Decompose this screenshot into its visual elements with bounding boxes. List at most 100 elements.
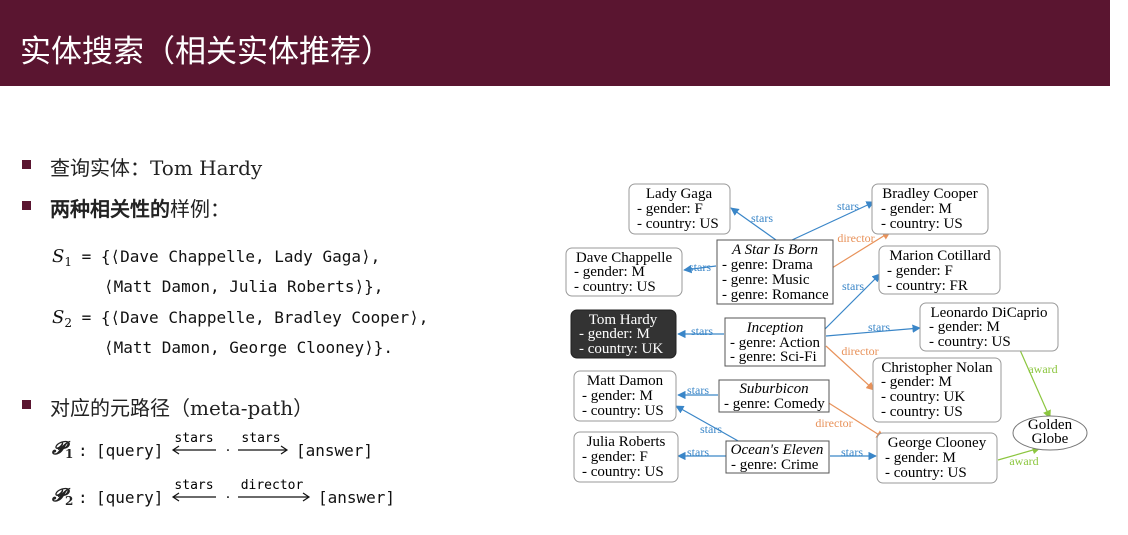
- s2-subscript: 2: [64, 316, 72, 330]
- edge-label-stars: stars: [841, 445, 863, 459]
- svg-text:- gender: M: - gender: M: [881, 374, 952, 390]
- p1-rel1-label: stars: [174, 431, 213, 446]
- svg-text:- gender: M: - gender: M: [582, 388, 653, 404]
- svg-text:- genre: Comedy: - genre: Comedy: [724, 396, 825, 412]
- set-s1-line2: ⟨Matt Damon, Julia Roberts⟩},: [104, 277, 384, 296]
- bullet-marker: [22, 160, 31, 169]
- svg-text:Leonardo DiCaprio: Leonardo DiCaprio: [930, 305, 1047, 321]
- s2-line1-text: = {⟨Dave Chappelle, Bradley Cooper⟩,: [71, 308, 429, 327]
- p2-subscript: 2: [64, 494, 74, 508]
- svg-text:- genre: Crime: - genre: Crime: [731, 457, 819, 473]
- edge-label-director: director: [841, 344, 878, 358]
- svg-text:Suburbicon: Suburbicon: [739, 381, 808, 397]
- svg-text:- gender: M: - gender: M: [885, 450, 956, 466]
- svg-text:- genre: Romance: - genre: Romance: [722, 287, 829, 303]
- edge-label-stars: stars: [837, 199, 859, 213]
- set-s1-line1: S1 = {⟨Dave Chappelle, Lady Gaga⟩,: [52, 246, 380, 269]
- examples-rest: 样例：: [170, 197, 230, 221]
- node-bradley-cooper: Bradley Cooper - gender: M - country: US: [871, 183, 989, 235]
- svg-text:Lady Gaga: Lady Gaga: [646, 186, 713, 202]
- edge-inception-leo: [825, 324, 921, 337]
- node-marion-cotillard: Marion Cotillard - gender: F - country: …: [878, 245, 1001, 295]
- p1-arrow-right-head: [280, 445, 289, 455]
- edge-label-award: award: [1009, 454, 1038, 468]
- p1-rel2-label: stars: [241, 431, 280, 446]
- p1-colon: :: [78, 441, 88, 460]
- svg-text:Bradley Cooper: Bradley Cooper: [882, 186, 977, 202]
- svg-text:- country: US: - country: US: [885, 465, 967, 481]
- node-matt-damon: Matt Damon - gender: M - country: US: [573, 370, 677, 422]
- edge-label-director: director: [837, 231, 874, 245]
- s1-symbol: S: [52, 246, 65, 267]
- svg-text:- gender: M: - gender: M: [579, 326, 650, 342]
- node-a-star-is-born: A Star Is Born - genre: Drama - genre: M…: [716, 239, 834, 305]
- query-entity: Tom Hardy: [150, 156, 263, 180]
- node-golden-globe: Golden Globe: [1012, 415, 1088, 451]
- p2-query: [query]: [96, 488, 164, 507]
- edge-label-stars: stars: [689, 260, 711, 274]
- edge-label-stars: stars: [691, 324, 713, 338]
- s1-subscript: 1: [64, 255, 72, 269]
- node-christopher-nolan: Christopher Nolan - gender: M - country:…: [872, 357, 1002, 423]
- edge-label-stars: stars: [868, 320, 890, 334]
- edge-george-award: [997, 446, 1041, 461]
- edge-leo-award: [1019, 349, 1051, 419]
- edge-label-stars: stars: [842, 279, 864, 293]
- edge-label-stars: stars: [687, 383, 709, 397]
- node-george-clooney: George Clooney - gender: M - country: US: [876, 432, 998, 484]
- page-title: 实体搜索（相关实体推荐）: [20, 34, 392, 70]
- node-tom-hardy: Tom Hardy - gender: M - country: UK: [570, 309, 677, 359]
- p2-label: 𝓟2: [52, 485, 73, 508]
- node-oceans-eleven: Ocean's Eleven - genre: Crime: [725, 440, 830, 474]
- svg-text:- genre: Music: - genre: Music: [722, 272, 810, 288]
- p1-label: 𝓟1: [52, 438, 73, 461]
- p1-answer: [answer]: [296, 441, 374, 460]
- svg-text:- country: UK: - country: UK: [881, 389, 965, 405]
- p1-dot: ·: [226, 443, 230, 459]
- p1-arrow-left-head: [171, 445, 180, 455]
- s2-symbol: S: [52, 307, 65, 328]
- svg-text:- genre: Action: - genre: Action: [730, 335, 820, 351]
- node-suburbicon: Suburbicon - genre: Comedy: [718, 379, 830, 413]
- svg-text:- gender: F: - gender: F: [582, 449, 648, 465]
- svg-text:- gender: M: - gender: M: [929, 319, 1000, 335]
- bullet-marker: [22, 400, 31, 409]
- p2-rel2-label: director: [241, 478, 304, 493]
- svg-text:A Star Is Born: A Star Is Born: [731, 242, 818, 258]
- svg-text:- country: US: - country: US: [881, 216, 963, 232]
- edge-suburbicon-director: [823, 399, 885, 439]
- p2-arrow-right-head: [302, 492, 311, 502]
- edge-inception-director: [825, 345, 875, 391]
- p2-dot: ·: [226, 490, 230, 506]
- edge-oceans-matt: [675, 405, 741, 443]
- bullet-marker: [22, 201, 31, 210]
- svg-text:Golden: Golden: [1028, 417, 1073, 433]
- title-bar: 实体搜索（相关实体推荐）: [0, 0, 1110, 86]
- svg-text:- country: US: - country: US: [574, 279, 656, 295]
- svg-text:Marion Cotillard: Marion Cotillard: [889, 248, 991, 264]
- svg-text:- country: US: - country: US: [929, 334, 1011, 350]
- edge-asib-ladygaga: [730, 207, 777, 241]
- svg-text:Matt Damon: Matt Damon: [587, 373, 664, 389]
- svg-text:- gender: F: - gender: F: [887, 263, 953, 279]
- svg-text:- country: US: - country: US: [582, 403, 664, 419]
- set-s2-line1: S2 = {⟨Dave Chappelle, Bradley Cooper⟩,: [52, 307, 428, 330]
- p2-rel1-label: stars: [174, 478, 213, 493]
- svg-text:- country: US: - country: US: [637, 216, 719, 232]
- svg-text:- country: US: - country: US: [582, 464, 664, 480]
- edge-asib-bradley: [791, 201, 875, 241]
- edge-label-stars: stars: [751, 211, 773, 225]
- metapath-prefix: 对应的元路径（: [50, 396, 190, 420]
- edge-label-director: director: [815, 416, 852, 430]
- svg-text:- country: UK: - country: UK: [579, 341, 663, 357]
- edge-asib-dave: [683, 264, 717, 274]
- edge-label-stars: stars: [687, 445, 709, 459]
- p2-answer: [answer]: [318, 488, 396, 507]
- svg-text:- country: US: - country: US: [881, 404, 963, 420]
- p1-symbol: 𝓟: [52, 438, 65, 459]
- set-s2-line2: ⟨Matt Damon, George Clooney⟩}.: [104, 338, 393, 357]
- node-lady-gaga: Lady Gaga - gender: F - country: US: [628, 183, 731, 235]
- svg-text:- genre: Drama: - genre: Drama: [722, 257, 813, 273]
- bullet-query: 查询实体：Tom Hardy: [50, 152, 262, 181]
